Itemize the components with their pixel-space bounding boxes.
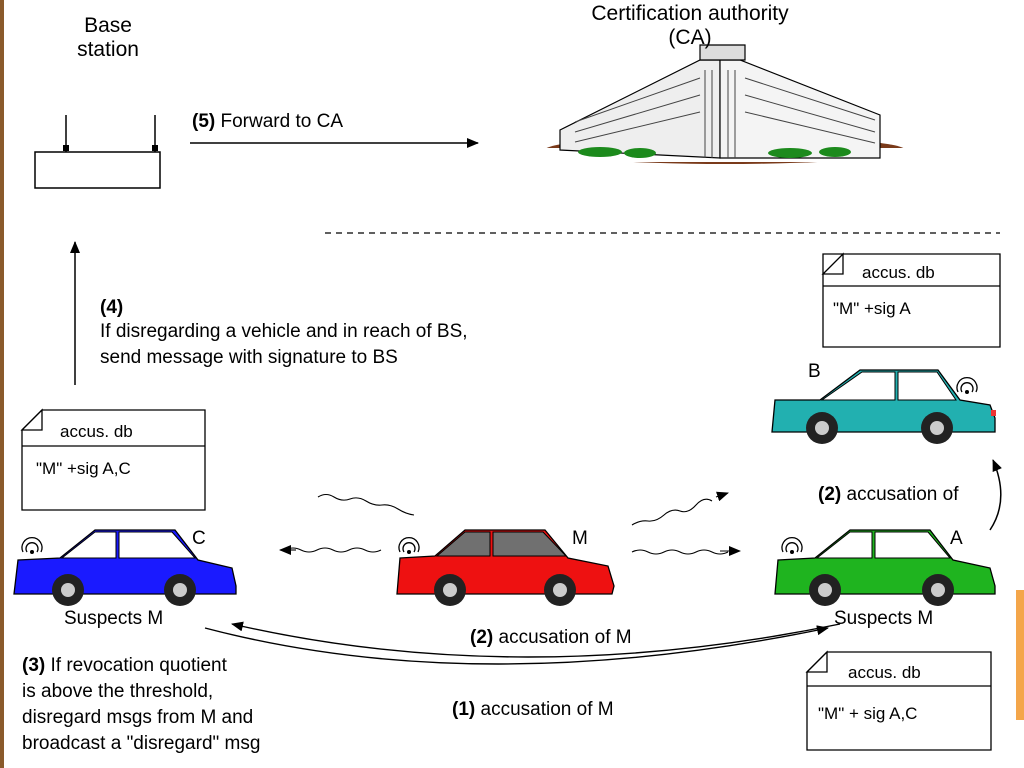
document-icon xyxy=(805,650,992,751)
left-edge-strip xyxy=(0,0,4,768)
db-b-header: accus. db xyxy=(862,263,935,282)
step1-bottom-label: (1) accusation of M xyxy=(452,699,614,720)
car-c-label: C xyxy=(192,528,206,549)
accusation-a-to-b-arrow xyxy=(989,459,1002,531)
step4-line2: send message with signature to BS xyxy=(100,347,398,368)
car-c-icon xyxy=(13,529,237,606)
db-c-header: accus. db xyxy=(60,422,133,441)
step3-line2: is above the threshold, xyxy=(22,681,214,702)
db-c-content: "M" +sig A,C xyxy=(36,459,131,478)
car-b-icon xyxy=(771,369,996,444)
db-b-content: "M" +sig A xyxy=(833,299,911,318)
db-a-header: accus. db xyxy=(848,663,921,682)
right-edge-accent-bar xyxy=(1016,590,1024,720)
accusation-c-to-a-arrow xyxy=(204,625,829,665)
document-icon xyxy=(821,252,1001,348)
step2-bottom-label: (2) accusation of M xyxy=(470,627,632,648)
base-station-icon xyxy=(34,115,161,189)
car-m-label: M xyxy=(572,528,588,549)
car-a-icon xyxy=(774,529,996,606)
step4-line1: If disregarding a vehicle and in reach o… xyxy=(100,321,468,342)
signal-waves-icon xyxy=(284,493,729,555)
car-m-icon xyxy=(396,529,615,606)
step3-line1: (3) If revocation quotient xyxy=(22,655,227,676)
car-a-label: A xyxy=(950,528,963,549)
step5-label: (5) Forward to CA xyxy=(192,111,343,132)
step4-number: (4) xyxy=(100,297,124,318)
car-a-caption: Suspects M xyxy=(834,608,934,629)
car-c-caption: Suspects M xyxy=(64,608,164,629)
db-a-content: "M" + sig A,C xyxy=(818,704,918,723)
office-building-icon xyxy=(545,44,905,164)
step3-line4: broadcast a "disregard" msg xyxy=(22,733,261,754)
step3-line3: disregard msgs from M and xyxy=(22,707,254,728)
step2-right-label: (2) accusation of xyxy=(818,484,959,505)
car-b-label: B xyxy=(808,361,821,382)
document-icon xyxy=(20,408,206,511)
ca-title: Certification authority (CA) xyxy=(591,2,789,49)
base-station-title: Base station xyxy=(77,14,139,61)
accusation-a-to-c-arrow xyxy=(231,621,841,658)
